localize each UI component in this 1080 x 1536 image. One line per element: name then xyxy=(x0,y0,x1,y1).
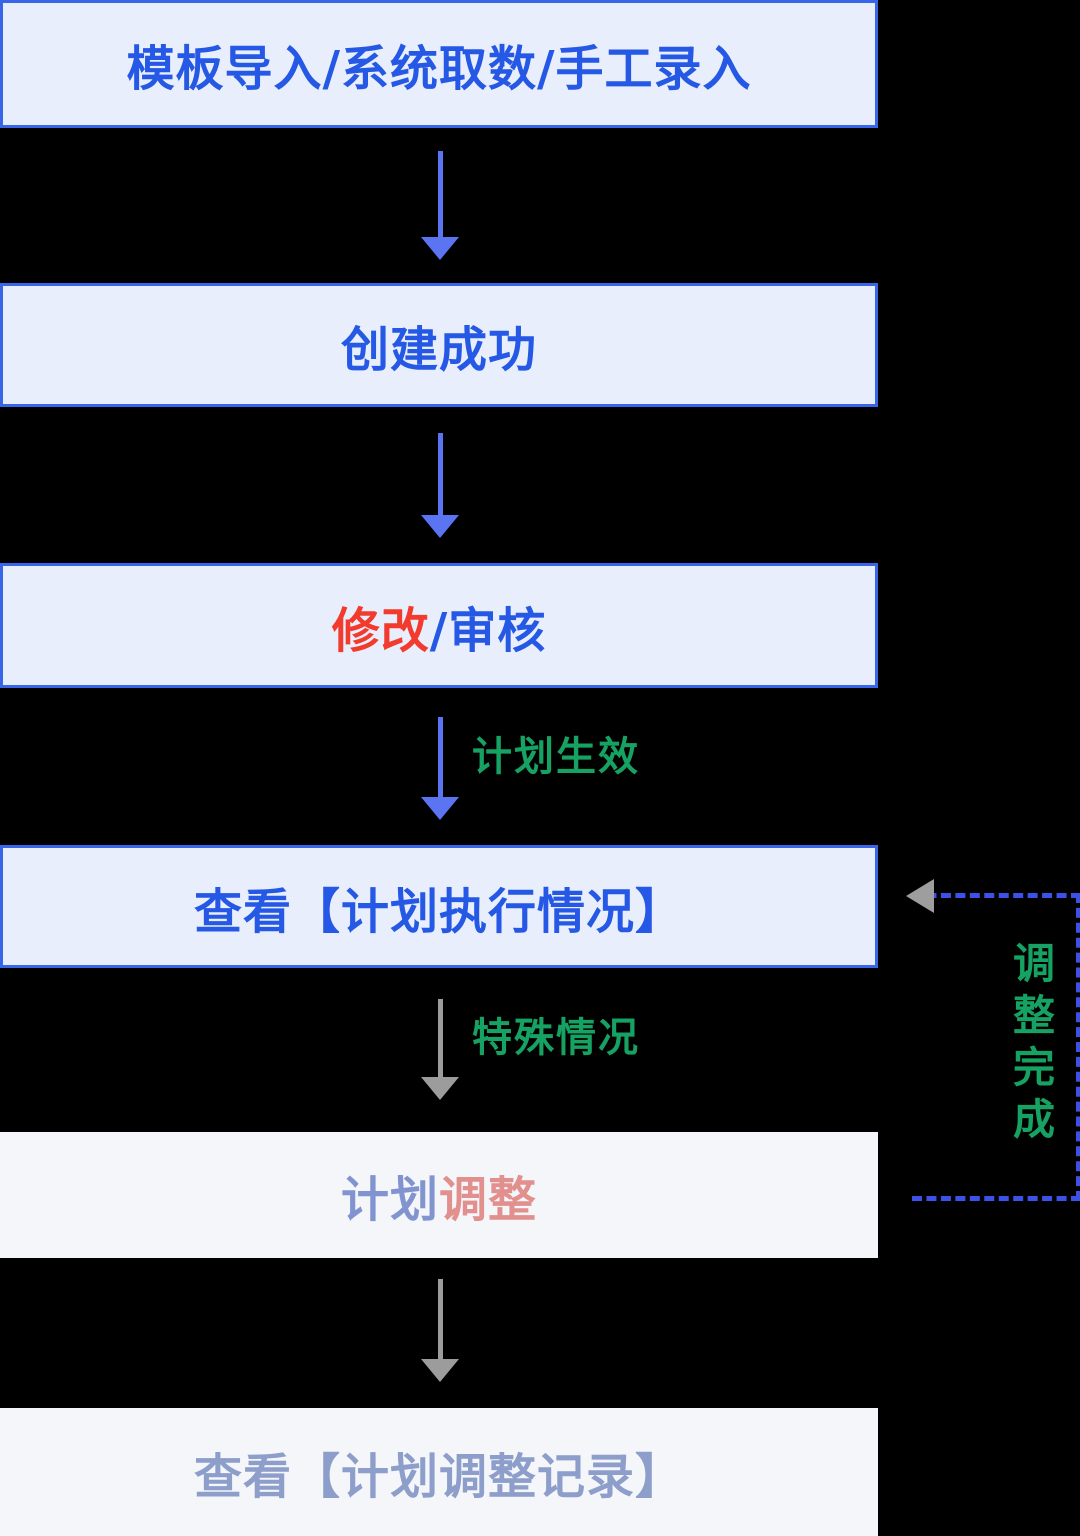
node-review-label: /审核 xyxy=(429,602,547,659)
arrow-shaft xyxy=(437,1279,443,1359)
arrow-shaft xyxy=(437,717,443,797)
arrow-down-icon xyxy=(421,717,459,820)
node-plan-adjust: 计划调整 xyxy=(0,1132,878,1258)
arrow-down-icon xyxy=(421,151,459,260)
arrow-head xyxy=(421,1359,459,1382)
arrow-shaft xyxy=(437,433,443,515)
node-data-source-label: 模板导入/系统取数/手工录入 xyxy=(126,41,752,97)
arrow-shaft xyxy=(437,151,443,237)
node-view-adjust-records-label: 查看【计划调整记录】 xyxy=(193,1449,684,1505)
arrow-head xyxy=(421,237,459,260)
arrow-head xyxy=(421,1077,459,1100)
node-view-adjust-records: 查看【计划调整记录】 xyxy=(0,1408,878,1536)
feedback-arrow-left-icon xyxy=(906,879,934,913)
node-data-source: 模板导入/系统取数/手工录入 xyxy=(0,0,878,128)
node-create-success: 创建成功 xyxy=(0,283,878,407)
edge-label-plan-effective: 计划生效 xyxy=(472,734,640,780)
arrow-down-icon xyxy=(421,999,459,1100)
feedback-dashed-path xyxy=(912,893,1080,1201)
edge-label-adjustment-done: 调整完成 xyxy=(1012,939,1055,1144)
arrow-shaft xyxy=(437,999,443,1077)
edge-label-special-case: 特殊情况 xyxy=(472,1015,640,1061)
node-view-execution: 查看【计划执行情况】 xyxy=(0,845,878,968)
node-view-execution-label: 查看【计划执行情况】 xyxy=(193,883,684,940)
node-modify-review: 修改/审核 xyxy=(0,563,878,688)
arrow-head xyxy=(421,797,459,820)
arrow-down-icon xyxy=(421,433,459,538)
node-adjust-label: 调整 xyxy=(439,1172,538,1228)
arrow-head xyxy=(421,515,459,538)
arrow-down-icon xyxy=(421,1279,459,1382)
node-modify-label: 修改 xyxy=(331,602,430,659)
node-plan-label: 计划 xyxy=(340,1172,439,1228)
node-create-success-label: 创建成功 xyxy=(340,322,537,378)
